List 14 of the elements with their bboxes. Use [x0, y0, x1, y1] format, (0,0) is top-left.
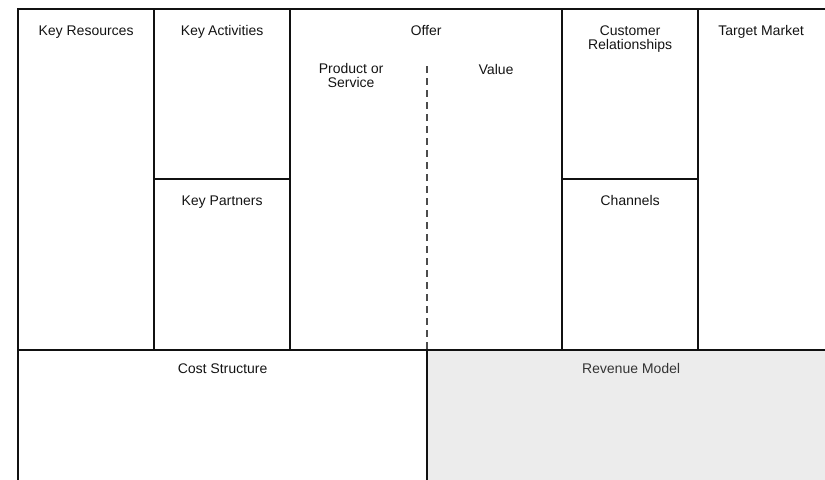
block-heading: Revenue Model	[580, 361, 682, 375]
block-heading: Key Activities	[180, 23, 264, 37]
canvas-block	[426, 349, 825, 480]
block-heading: Key Resources	[38, 23, 134, 37]
block-subheading: Product or Service	[318, 61, 384, 89]
block-heading: Offer	[410, 22, 442, 38]
block-heading: Key Partners	[180, 193, 264, 207]
block-heading: Cost Structure	[176, 361, 268, 375]
block-heading: Customer Relationships	[586, 23, 674, 51]
block-heading: Channels	[599, 193, 661, 207]
block-heading: Target Market	[717, 23, 805, 37]
canvas-block	[17, 8, 155, 351]
canvas-block	[289, 8, 563, 351]
block-subheading: Value	[478, 61, 514, 77]
